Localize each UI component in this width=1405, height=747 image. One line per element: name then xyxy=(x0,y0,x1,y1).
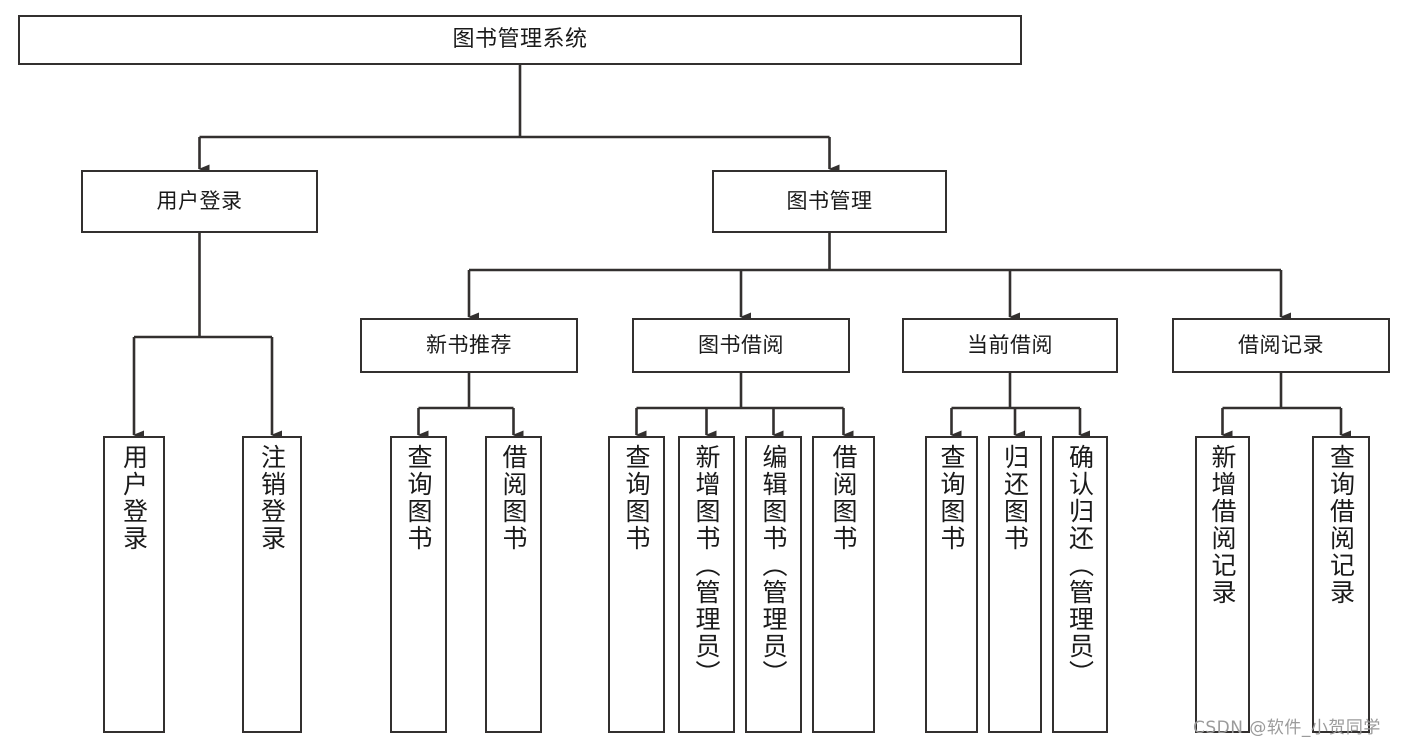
node-new-book-rec[interactable]: 新书推荐 xyxy=(360,318,578,373)
node-leaf-borrow-book-1[interactable]: 借阅图书 xyxy=(485,436,542,733)
node-label: 归还图书 xyxy=(1000,444,1030,552)
node-leaf-add-record[interactable]: 新增借阅记录 xyxy=(1195,436,1250,733)
node-label: 确认归还（管理员） xyxy=(1065,444,1095,687)
node-label: 借阅记录 xyxy=(1238,333,1324,358)
node-leaf-edit-book[interactable]: 编辑图书（管理员） xyxy=(745,436,802,733)
node-leaf-query-book-1[interactable]: 查询图书 xyxy=(390,436,447,733)
node-leaf-add-book[interactable]: 新增图书（管理员） xyxy=(678,436,735,733)
node-book-borrow[interactable]: 图书借阅 xyxy=(632,318,850,373)
node-leaf-confirm-return[interactable]: 确认归还（管理员） xyxy=(1052,436,1108,733)
node-label: 当前借阅 xyxy=(967,333,1053,358)
node-borrow-record[interactable]: 借阅记录 xyxy=(1172,318,1390,373)
node-label: 查询图书 xyxy=(622,444,651,552)
node-leaf-borrow-book-2[interactable]: 借阅图书 xyxy=(812,436,875,733)
node-label: 用户登录 xyxy=(119,444,149,552)
node-leaf-return-book[interactable]: 归还图书 xyxy=(988,436,1042,733)
node-user-login[interactable]: 用户登录 xyxy=(81,170,318,233)
node-label: 新增借阅记录 xyxy=(1208,444,1237,606)
node-label: 用户登录 xyxy=(156,189,243,214)
tree-connectors xyxy=(132,65,1351,440)
node-book-manage[interactable]: 图书管理 xyxy=(712,170,947,233)
node-label: 查询图书 xyxy=(937,444,966,552)
node-label: 新增图书（管理员） xyxy=(692,444,721,687)
node-root[interactable]: 图书管理系统 xyxy=(18,15,1022,65)
node-leaf-query-book-3[interactable]: 查询图书 xyxy=(925,436,978,733)
node-current-borrow[interactable]: 当前借阅 xyxy=(902,318,1118,373)
node-leaf-query-record[interactable]: 查询借阅记录 xyxy=(1312,436,1370,733)
node-leaf-user-login[interactable]: 用户登录 xyxy=(103,436,165,733)
node-label: 借阅图书 xyxy=(829,444,858,552)
node-leaf-query-book-2[interactable]: 查询图书 xyxy=(608,436,665,733)
node-label: 查询借阅记录 xyxy=(1326,444,1356,606)
node-label: 新书推荐 xyxy=(426,333,512,358)
node-label: 编辑图书（管理员） xyxy=(759,444,788,687)
node-label: 注销登录 xyxy=(257,444,287,552)
node-label: 借阅图书 xyxy=(499,444,528,552)
node-label: 图书借阅 xyxy=(698,333,784,358)
node-leaf-user-logout[interactable]: 注销登录 xyxy=(242,436,302,733)
node-label: 查询图书 xyxy=(404,444,433,552)
node-label: 图书管理系统 xyxy=(452,27,588,53)
node-label: 图书管理 xyxy=(786,189,873,214)
